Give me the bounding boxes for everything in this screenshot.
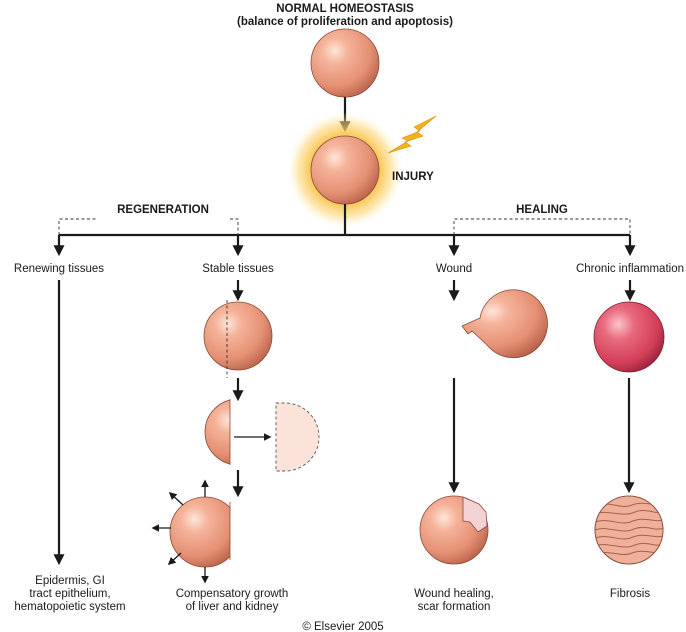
growth-arrows — [151, 479, 209, 584]
renewing-outcome-line-2: tract epithelium, — [29, 588, 110, 600]
fibrotic-cell — [594, 495, 664, 565]
stable-outcome-line-1: Compensatory growth — [176, 588, 289, 600]
healing-bracket — [453, 218, 631, 235]
title-line-1: NORMAL HOMEOSTASIS — [276, 3, 414, 15]
healing-label: HEALING — [516, 204, 568, 216]
stable-tissues-label: Stable tissues — [202, 263, 274, 275]
renewing-outcome-line-3: hematopoietic system — [14, 601, 125, 613]
wound-outcome-line-2: scar formation — [418, 601, 491, 613]
renewing-tissues-label: Renewing tissues — [14, 263, 104, 275]
stable-cell — [203, 301, 273, 371]
wound-outcome-line-1: Wound healing, — [414, 588, 494, 600]
lightning-bolt-icon — [387, 115, 437, 154]
regrowing-cell — [169, 496, 230, 568]
chronic-outcome-line-1: Fibrosis — [610, 588, 651, 600]
stable-outcome-line-2: of liver and kidney — [186, 601, 279, 613]
wounded-cell — [461, 289, 548, 359]
chronic-inflammation-label: Chronic inflammation — [576, 263, 684, 275]
injury-label: INJURY — [392, 171, 434, 183]
injured-cell — [310, 135, 380, 205]
resected-half-cell — [204, 399, 230, 465]
regeneration-label: REGENERATION — [117, 204, 209, 216]
inflamed-cell — [593, 301, 665, 373]
wound-label: Wound — [436, 263, 472, 275]
normal-cell — [310, 28, 380, 98]
scar-patch — [462, 496, 488, 533]
removed-part-outline — [275, 402, 320, 472]
renewing-outcome-line-1: Epidermis, GI — [35, 575, 105, 587]
copyright: © Elsevier 2005 — [302, 621, 383, 632]
title-line-2: (balance of proliferation and apoptosis) — [237, 16, 453, 28]
